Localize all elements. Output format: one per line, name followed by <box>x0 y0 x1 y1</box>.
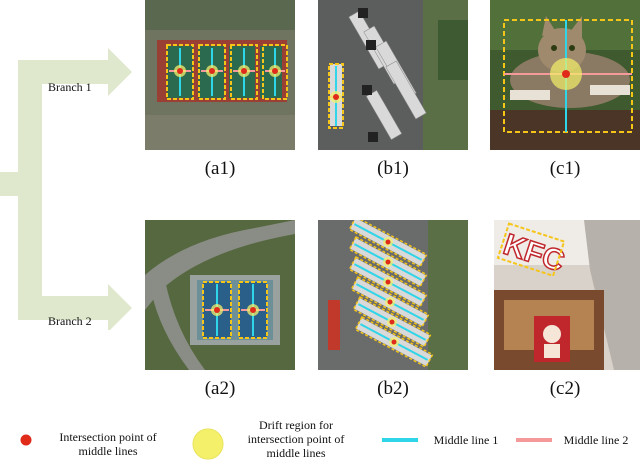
image-b2 <box>318 220 468 370</box>
truck-row <box>348 220 434 368</box>
branch-2-label: Branch 2 <box>48 314 92 328</box>
legend-drift-text: Drift region for intersection point of m… <box>247 418 345 460</box>
legend-drift-marker <box>192 428 224 460</box>
legend-intersection-text: Intersection point of middle lines <box>59 430 157 458</box>
legend-middle1-text: Middle line 1 <box>433 433 499 447</box>
bounding-boxes <box>166 44 288 100</box>
legend-middle2-swatch <box>516 438 552 442</box>
caption-b1: (b1) <box>377 158 409 179</box>
caption-a1: (a1) <box>204 158 236 179</box>
caption-b2: (b2) <box>377 378 409 399</box>
legend-intersection-marker <box>19 433 33 447</box>
image-c2: KFC <box>494 220 640 370</box>
branch-arrows <box>0 48 132 330</box>
branch-1-label: Branch 1 <box>48 80 92 94</box>
image-b1 <box>318 0 468 150</box>
caption-a2: (a2) <box>204 378 236 399</box>
image-a1 <box>145 0 295 150</box>
legend-middle2-text: Middle line 2 <box>563 433 629 447</box>
image-a2 <box>145 220 295 370</box>
branch-arrow-shape <box>0 48 132 330</box>
caption-c1: (c1) <box>549 158 581 179</box>
legend-middle1-swatch <box>382 438 418 442</box>
image-c1 <box>490 0 640 150</box>
caption-c2: (c2) <box>549 378 581 399</box>
